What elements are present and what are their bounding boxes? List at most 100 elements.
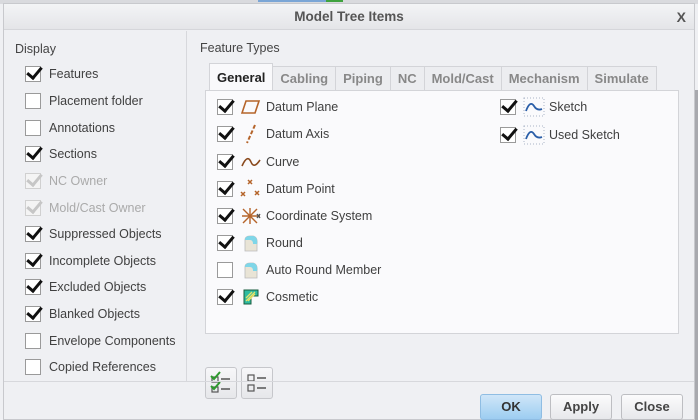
feature-label: Cosmetic [266,290,319,304]
checkbox-label: NC Owner [49,174,108,188]
feature-label: Auto Round Member [266,263,382,277]
tab-general[interactable]: General [209,63,274,90]
tab-simulate[interactable]: Simulate [586,66,657,90]
round-icon [240,233,262,253]
feature-cosmetic-checkbox[interactable]: Cosmetic [217,286,318,308]
checkbox-checked-icon[interactable] [217,154,233,170]
checkbox-label: Envelope Components [49,334,176,348]
display-incomplete-objects-checkbox[interactable]: Incomplete Objects [25,251,156,271]
sketch-icon [523,97,545,117]
checkbox-disabled-icon [25,200,41,216]
checkbox-checked-icon[interactable] [25,226,41,242]
select-all-icon [209,370,233,397]
feature-sketch-checkbox[interactable]: Sketch [500,96,587,118]
feature-types-label: Feature Types [200,41,280,55]
checkbox-checked-icon[interactable] [217,235,233,251]
feature-label: Datum Point [266,182,335,196]
ok-button[interactable]: OK [480,394,542,420]
checkbox-label: Incomplete Objects [49,254,156,268]
display-sections-checkbox[interactable]: Sections [25,144,97,164]
display-copied-references-checkbox[interactable]: Copied References [25,357,156,377]
display-envelope-components-checkbox[interactable]: Envelope Components [25,331,175,351]
model-tree-items-dialog: Model Tree Items X Display Features Plac… [3,3,695,420]
checkbox-checked-icon[interactable] [25,146,41,162]
dialog-title: Model Tree Items [294,9,404,24]
display-annotations-checkbox[interactable]: Annotations [25,118,115,138]
checkbox-checked-icon[interactable] [25,66,41,82]
feature-curve-checkbox[interactable]: Curve [217,151,299,173]
checkbox-label: Sections [49,147,97,161]
tab-mechanism[interactable]: Mechanism [500,66,588,90]
display-blanked-objects-checkbox[interactable]: Blanked Objects [25,304,140,324]
checkbox-unchecked-icon[interactable] [217,262,233,278]
background-scrollbar-edge [695,90,698,420]
background-window-strip [0,0,698,4]
display-nc-owner-checkbox: NC Owner [25,171,107,191]
feature-label: Datum Axis [266,127,330,141]
feature-label: Coordinate System [266,209,373,223]
checkbox-checked-icon[interactable] [25,253,41,269]
checkbox-checked-icon[interactable] [217,208,233,224]
checkbox-checked-icon[interactable] [217,99,233,115]
select-all-button[interactable] [205,367,237,399]
general-tab-content: Datum Plane Datum Axis Curve [205,90,679,334]
tab-nc[interactable]: NC [389,66,425,90]
tab-piping[interactable]: Piping [335,66,391,90]
display-panel: Display Features Placement folder Annota… [4,31,187,381]
display-placement-folder-checkbox[interactable]: Placement folder [25,91,143,111]
checkbox-checked-icon[interactable] [25,306,41,322]
checkbox-label: Blanked Objects [49,307,141,321]
tab-mold-cast[interactable]: Mold/Cast [423,66,502,90]
feature-coordinate-system-checkbox[interactable]: Coordinate System [217,205,372,227]
feature-label: Round [266,236,303,250]
checkbox-checked-icon[interactable] [217,181,233,197]
checkbox-disabled-icon [25,173,41,189]
datum-plane-icon [240,97,262,117]
feature-datum-point-checkbox[interactable]: Datum Point [217,178,335,200]
feature-round-checkbox[interactable]: Round [217,232,303,254]
checkbox-label: Features [49,67,99,81]
apply-button[interactable]: Apply [550,394,612,420]
feature-used-sketch-checkbox[interactable]: Used Sketch [500,124,620,146]
checkbox-checked-icon[interactable] [500,127,516,143]
curve-icon [240,152,262,172]
display-mold-cast-owner-checkbox: Mold/Cast Owner [25,198,146,218]
tab-cabling[interactable]: Cabling [272,66,337,90]
feature-datum-plane-checkbox[interactable]: Datum Plane [217,96,338,118]
close-icon[interactable]: X [676,9,686,25]
display-excluded-objects-checkbox[interactable]: Excluded Objects [25,277,146,297]
datum-point-icon [240,179,262,199]
display-features-checkbox[interactable]: Features [25,64,98,84]
deselect-all-button[interactable] [241,367,273,399]
checkbox-checked-icon[interactable] [217,289,233,305]
close-button[interactable]: Close [621,394,683,420]
feature-auto-round-member-checkbox[interactable]: Auto Round Member [217,259,381,281]
display-label: Display [15,42,56,56]
used-sketch-icon [523,125,545,145]
checkbox-checked-icon[interactable] [217,126,233,142]
checkbox-label: Suppressed Objects [49,227,162,241]
auto-round-icon [240,260,262,280]
feature-label: Datum Plane [266,100,339,114]
checkbox-label: Annotations [49,121,116,135]
footer-divider [4,381,694,382]
checkbox-checked-icon[interactable] [500,99,516,115]
checkbox-unchecked-icon[interactable] [25,120,41,136]
coordinate-system-icon [240,206,262,226]
checkbox-unchecked-icon[interactable] [25,359,41,375]
checkbox-label: Copied References [49,360,157,374]
cosmetic-icon [240,287,262,307]
deselect-all-icon [245,370,269,397]
checkbox-unchecked-icon[interactable] [25,93,41,109]
checkbox-label: Placement folder [49,94,143,108]
feature-label: Used Sketch [549,128,620,142]
title-bar[interactable]: Model Tree Items X [4,4,694,30]
feature-label: Sketch [549,100,588,114]
checkbox-label: Excluded Objects [49,280,147,294]
checkbox-checked-icon[interactable] [25,279,41,295]
feature-datum-axis-checkbox[interactable]: Datum Axis [217,123,329,145]
feature-label: Curve [266,155,300,169]
display-suppressed-objects-checkbox[interactable]: Suppressed Objects [25,224,162,244]
checkbox-label: Mold/Cast Owner [49,201,146,215]
checkbox-unchecked-icon[interactable] [25,333,41,349]
